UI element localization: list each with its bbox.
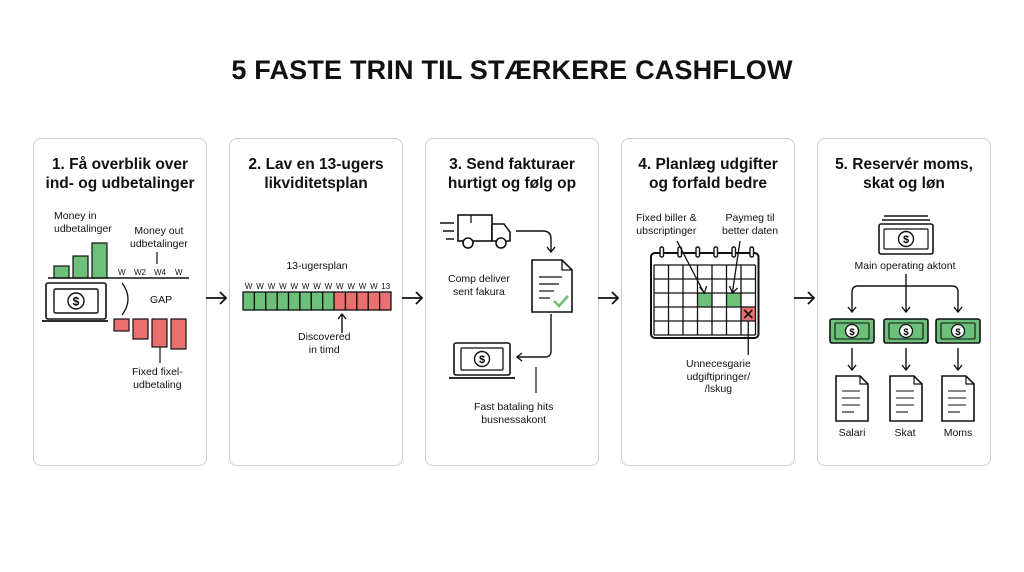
week-tick-label: 13 xyxy=(381,282,391,291)
account-split-diagram: $ $ $ $ xyxy=(829,215,981,422)
svg-text:$: $ xyxy=(903,234,909,246)
svg-text:$: $ xyxy=(479,354,485,366)
step-3-title: 3. Send fakturaer hurtigt og følg op xyxy=(447,156,577,192)
svg-text:$: $ xyxy=(903,327,909,338)
invoice-check-icon xyxy=(531,259,573,313)
step-4-card: 4. Planlæg udgifter og forfald bedre Fix… xyxy=(621,138,795,466)
step-2-card: 2. Lav en 13-ugers likviditetsplan 13-ug… xyxy=(229,138,403,466)
arrow-right-icon xyxy=(206,291,228,305)
week-label: W xyxy=(175,268,183,277)
inflow-bar xyxy=(91,242,108,279)
svg-text:$: $ xyxy=(73,295,80,309)
invoice-flow: $ xyxy=(440,214,573,393)
document-icon xyxy=(835,375,869,422)
week-cell-negative xyxy=(356,291,369,311)
account-label-vat: Moms xyxy=(943,427,973,439)
step-1-card: 1. Få overblik over ind- og udbetalinger… xyxy=(33,138,207,466)
week-label: W4 xyxy=(154,268,166,277)
week-cell-negative xyxy=(378,291,392,311)
week-cell-positive xyxy=(287,291,301,311)
account-banknote-icon: $ xyxy=(829,318,875,344)
account-banknote-icon: $ xyxy=(935,318,981,344)
thirteen-week-bar xyxy=(242,291,392,333)
week-tick-label: W xyxy=(279,282,287,291)
week-tick-label: W xyxy=(358,282,367,291)
week-cell-negative xyxy=(344,291,358,311)
laptop-banknote-icon: $ xyxy=(42,282,108,322)
week-tick-label: W xyxy=(335,282,344,291)
week-tick-label: W xyxy=(347,282,355,291)
delivery-truck-icon xyxy=(440,214,511,249)
outflow-bar xyxy=(113,318,130,332)
fixed-bills-label: Fixed biller &ubscriptinger xyxy=(636,212,697,237)
calendar-icon xyxy=(650,240,760,355)
main-account-label: Main operating aktont xyxy=(854,260,956,272)
payment-day xyxy=(726,293,741,307)
gap-label: GAP xyxy=(150,294,173,306)
step-4-title: 4. Planlæg udgifter og forfald bedre xyxy=(638,156,778,192)
outflow-bar xyxy=(170,318,187,350)
arrow-right-icon xyxy=(402,291,424,305)
plan-label: 13-ugersplan xyxy=(286,260,348,272)
calendar-ring xyxy=(713,246,719,258)
account-label-salary: Salari xyxy=(838,427,866,439)
calendar-ring xyxy=(731,246,737,258)
account-label-tax: Skat xyxy=(894,427,916,439)
calendar-ring xyxy=(749,246,755,258)
week-cell-positive xyxy=(265,291,278,311)
outflow-bar xyxy=(151,318,168,348)
week-tick-label: W xyxy=(244,282,253,291)
week-cell-positive xyxy=(276,291,290,311)
account-banknote-icon: $ xyxy=(883,318,929,344)
week-label: W xyxy=(118,268,126,277)
document-icon xyxy=(889,375,923,422)
week-tick-label: W xyxy=(290,282,298,291)
fixed-outflow-label: Fixed fixel-udbetaling xyxy=(132,366,183,391)
laptop-payment-icon: $ xyxy=(449,342,515,379)
arrow-right-icon xyxy=(794,291,816,305)
calendar-ring xyxy=(695,246,701,258)
week-tick-label: W xyxy=(324,282,333,291)
week-cell-negative xyxy=(333,291,347,311)
week-tick-label: W xyxy=(313,282,321,291)
inflow-bar xyxy=(53,265,70,279)
step-5-card: 5. Reservér moms, skat og løn $ $ $ $ Main… xyxy=(817,138,991,466)
week-cell-positive xyxy=(299,291,312,311)
week-cell-positive xyxy=(322,291,335,311)
step-3-card: 3. Send fakturaer hurtigt og følg op xyxy=(425,138,599,466)
page-title: 5 FASTE TRIN TIL STÆRKERE CASHFLOW xyxy=(231,55,793,85)
outflow-bar xyxy=(132,318,149,340)
week-label: W2 xyxy=(134,268,146,277)
week-cell-positive xyxy=(310,291,324,311)
step-2-title: 2. Lav en 13-ugers likviditetsplan xyxy=(248,156,384,192)
week-tick-label: W xyxy=(370,282,378,291)
week-tick-label: W xyxy=(301,282,310,291)
svg-text:$: $ xyxy=(849,327,855,338)
svg-text:$: $ xyxy=(955,327,961,338)
fixed-bill-day xyxy=(697,293,712,307)
step-1-title: 1. Få overblik over ind- og udbetalinger xyxy=(45,156,195,192)
week-cell-negative xyxy=(367,291,381,311)
document-icon xyxy=(941,375,975,422)
week-cell-positive xyxy=(253,291,267,311)
week-tick-label: W xyxy=(267,282,276,291)
cashflow-chart: $ xyxy=(42,242,189,363)
banknote-stack-icon: $ xyxy=(878,215,934,255)
week-tick-label: W xyxy=(256,282,264,291)
arrow-right-icon xyxy=(598,291,620,305)
inflow-bar xyxy=(72,255,89,279)
step-5-title: 5. Reservér moms, skat og løn xyxy=(835,156,973,192)
week-cell-positive xyxy=(242,291,256,311)
calendar-ring xyxy=(659,246,665,258)
